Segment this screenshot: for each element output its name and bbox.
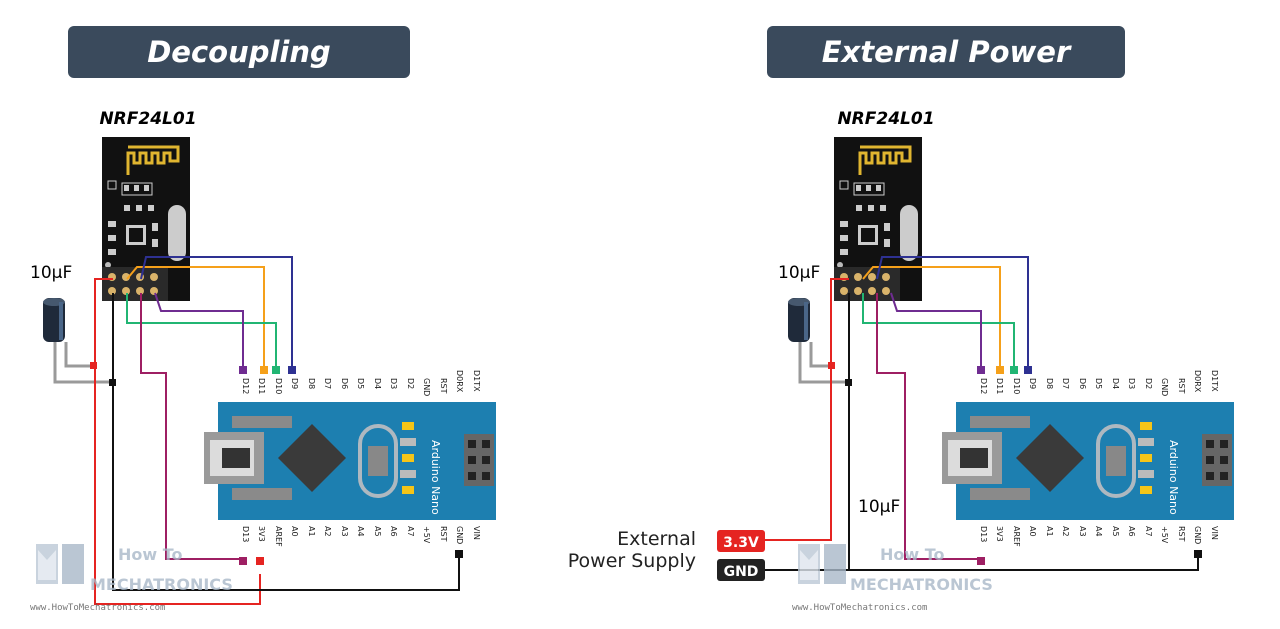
svg-text:D10: D10: [274, 378, 283, 394]
svg-text:3V3: 3V3: [995, 526, 1004, 542]
right-board-name: Arduino Nano: [1167, 440, 1180, 515]
svg-text:A5: A5: [373, 526, 382, 537]
svg-text:D9: D9: [1028, 378, 1037, 389]
supply-gnd-tag: [717, 559, 765, 581]
svg-text:D0RX: D0RX: [455, 370, 464, 393]
right-top-pin-labels: D12 D11 D10 D9 D8 D7 D6 D5 D4 D3 D2 GND …: [979, 370, 1219, 396]
left-nrf24l01-module: [100, 135, 192, 303]
svg-text:A7: A7: [406, 526, 415, 537]
svg-text:D12: D12: [979, 378, 988, 394]
svg-text:D8: D8: [1045, 378, 1054, 389]
right-circuit: NRF24L01 10µF 10µF Arduino Nano D12 D11 …: [717, 109, 1236, 613]
svg-text:3V3: 3V3: [257, 526, 266, 542]
svg-text:RST: RST: [1177, 526, 1186, 542]
svg-text:D1TX: D1TX: [1210, 370, 1219, 392]
svg-text:MECHATRONICS: MECHATRONICS: [90, 575, 233, 594]
svg-text:A6: A6: [1127, 526, 1136, 537]
svg-text:D5: D5: [356, 378, 365, 389]
svg-text:VIN: VIN: [1210, 526, 1219, 540]
left-circuit: NRF24L01 10µF Arduino Nano D12 D11 D10 D…: [30, 109, 498, 613]
title-external-supply: External Power Supply: [767, 26, 1125, 121]
svg-text:How To: How To: [118, 545, 183, 564]
svg-text:A5: A5: [1111, 526, 1120, 537]
svg-text:A0: A0: [290, 526, 299, 537]
svg-text:3.3V: 3.3V: [723, 535, 759, 551]
svg-text:How To: How To: [880, 545, 945, 564]
svg-text:D7: D7: [1061, 378, 1070, 389]
svg-text:A4: A4: [356, 526, 365, 537]
right-capacitor: [788, 298, 810, 342]
right-watermark-logo: How To MECHATRONICS www.HowToMechatronic…: [792, 544, 993, 613]
svg-text:VIN: VIN: [472, 526, 481, 540]
svg-text:D11: D11: [257, 378, 266, 394]
right-supply-tags: 3.3V GND: [717, 530, 765, 581]
svg-text:D2: D2: [406, 378, 415, 389]
right-capacitor-label-bottom: 10µF: [858, 497, 900, 517]
left-bottom-pin-labels: D13 3V3 AREF A0 A1 A2 A3 A4 A5 A6 A7 +5V…: [241, 526, 481, 547]
svg-text:+5V: +5V: [1160, 526, 1169, 544]
svg-text:GND: GND: [1160, 378, 1169, 396]
external-supply-line1: External: [617, 528, 696, 550]
svg-text:D6: D6: [1078, 378, 1087, 389]
svg-text:GND: GND: [724, 564, 759, 580]
svg-text:A0: A0: [1028, 526, 1037, 537]
svg-text:D0RX: D0RX: [1193, 370, 1202, 393]
svg-text:D4: D4: [1111, 378, 1120, 389]
svg-text:D12: D12: [241, 378, 250, 394]
svg-text:D9: D9: [290, 378, 299, 389]
svg-text:A3: A3: [340, 526, 349, 537]
svg-text:RST: RST: [1177, 378, 1186, 394]
svg-text:D4: D4: [373, 378, 382, 389]
svg-text:AREF: AREF: [274, 526, 283, 547]
svg-text:D1TX: D1TX: [472, 370, 481, 392]
svg-text:A7: A7: [1144, 526, 1153, 537]
svg-text:D3: D3: [389, 378, 398, 389]
right-module-label: NRF24L01: [837, 109, 934, 129]
left-capacitor-label: 10µF: [30, 263, 72, 283]
svg-text:A3: A3: [1078, 526, 1087, 537]
svg-text:A4: A4: [1094, 526, 1103, 537]
left-arduino-nano: [202, 400, 498, 522]
svg-text:D13: D13: [241, 526, 250, 542]
svg-text:A6: A6: [389, 526, 398, 537]
supply-3v3-tag: [717, 530, 765, 552]
svg-text:AREF: AREF: [1012, 526, 1021, 547]
svg-text:MECHATRONICS: MECHATRONICS: [850, 575, 993, 594]
right-bottom-pin-labels: D13 3V3 AREF A0 A1 A2 A3 A4 A5 A6 A7 +5V…: [979, 526, 1219, 547]
left-board-name: Arduino Nano: [429, 440, 442, 515]
svg-text:A2: A2: [1061, 526, 1070, 537]
svg-text:RST: RST: [439, 526, 448, 542]
svg-text:A1: A1: [307, 526, 316, 537]
left-watermark-logo: How To MECHATRONICS www.HowToMechatronic…: [30, 544, 233, 613]
left-capacitor: [43, 298, 65, 342]
title-decoupling: Decoupling capacitor: [68, 26, 410, 121]
svg-text:D8: D8: [307, 378, 316, 389]
left-module-label: NRF24L01: [99, 109, 196, 129]
right-capacitor-label-top: 10µF: [778, 263, 820, 283]
svg-text:A2: A2: [323, 526, 332, 537]
svg-text:GND: GND: [1193, 526, 1202, 544]
svg-text:A1: A1: [1045, 526, 1054, 537]
svg-text:D13: D13: [979, 526, 988, 542]
svg-text:D2: D2: [1144, 378, 1153, 389]
left-top-pin-labels: D12 D11 D10 D9 D8 D7 D6 D5 D4 D3 D2 GND …: [241, 370, 481, 396]
svg-text:D3: D3: [1127, 378, 1136, 389]
svg-text:D10: D10: [1012, 378, 1021, 394]
left-watermark-url: www.HowToMechatronics.com: [30, 603, 165, 613]
svg-text:GND: GND: [422, 378, 431, 396]
external-supply-line2: Power Supply: [567, 550, 696, 572]
svg-text:GND: GND: [455, 526, 464, 544]
svg-text:D11: D11: [995, 378, 1004, 394]
right-watermark-url: www.HowToMechatronics.com: [792, 603, 927, 613]
right-arduino-nano: [940, 400, 1236, 522]
svg-text:D7: D7: [323, 378, 332, 389]
svg-text:+5V: +5V: [422, 526, 431, 544]
svg-text:D6: D6: [340, 378, 349, 389]
svg-text:RST: RST: [439, 378, 448, 394]
svg-text:D5: D5: [1094, 378, 1103, 389]
external-supply-label: External Power Supply: [540, 528, 696, 572]
